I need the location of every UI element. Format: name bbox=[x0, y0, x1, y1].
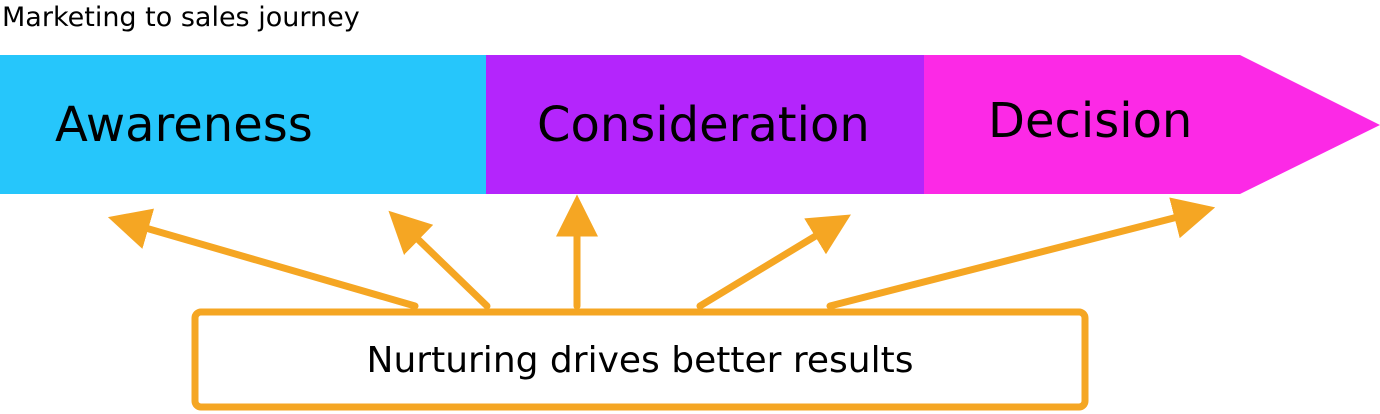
stage-consideration-block bbox=[486, 55, 925, 194]
stage-awareness-block bbox=[0, 55, 487, 194]
arrow-to-decision bbox=[826, 197, 1216, 310]
arrow-to-consideration-decision bbox=[696, 214, 851, 310]
stage-decision-arrow bbox=[924, 55, 1380, 194]
stage-consideration-label: Consideration bbox=[537, 97, 870, 153]
diagram-title: Marketing to sales journey bbox=[2, 2, 360, 33]
stage-decision-label: Decision bbox=[988, 93, 1192, 149]
nurturing-box-label: Nurturing drives better results bbox=[367, 340, 914, 381]
arrow-to-awareness bbox=[107, 208, 419, 310]
stage-band: Awareness Consideration Decision bbox=[0, 55, 1380, 194]
nurturing-box: Nurturing drives better results bbox=[191, 308, 1089, 411]
nurturing-box-frame bbox=[191, 308, 1089, 411]
arrow-to-awareness-consideration bbox=[388, 210, 491, 310]
nurturing-arrows bbox=[107, 194, 1216, 310]
stage-awareness-label: Awareness bbox=[55, 97, 313, 153]
